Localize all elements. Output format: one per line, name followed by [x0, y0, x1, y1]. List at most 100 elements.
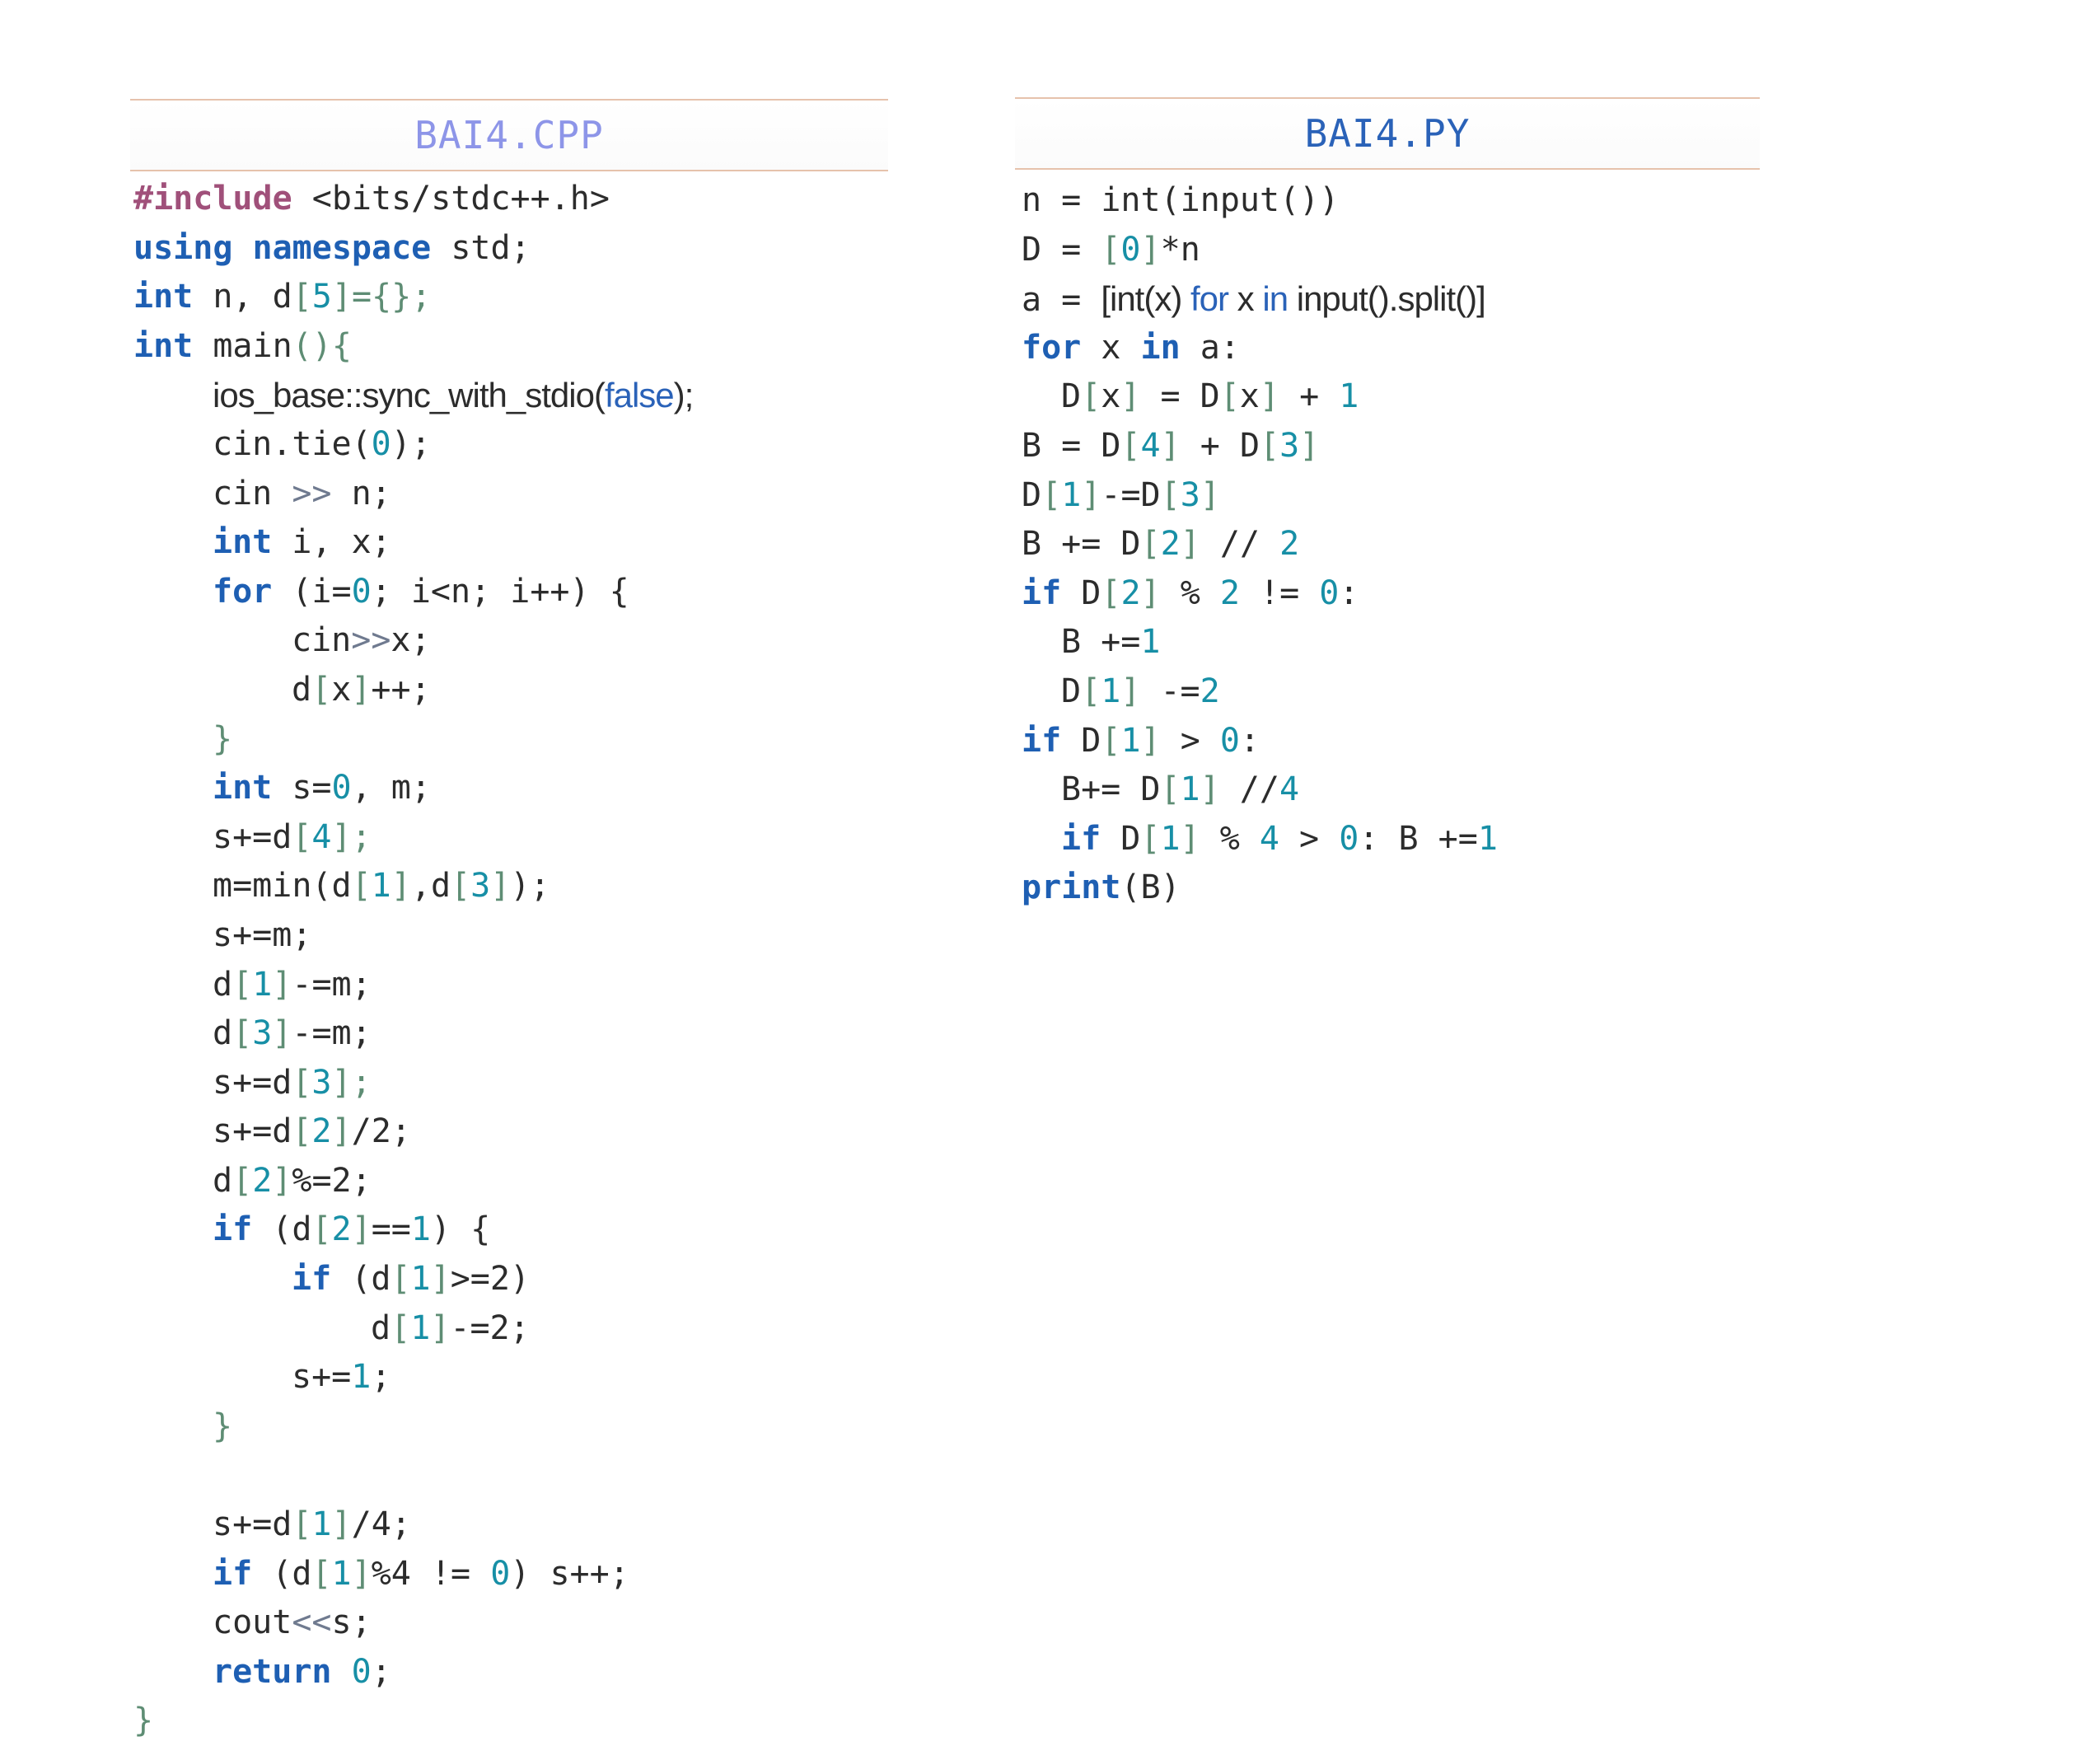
code-token [232, 229, 252, 267]
code-token: 0 [1120, 230, 1141, 269]
code-token: 2 [252, 1161, 273, 1200]
code-token: ] [272, 1014, 292, 1053]
code-token: 3 [1180, 475, 1200, 514]
code-token: a = [1022, 281, 1101, 320]
code-token: ] [351, 1554, 372, 1593]
code-token: 2 [1200, 672, 1220, 710]
code-token: D [1101, 819, 1141, 858]
code-token: ; [371, 1358, 391, 1397]
cpp-title-top-rule [130, 99, 888, 101]
code-token: [ [292, 1063, 312, 1102]
code-token: [ [1041, 475, 1062, 514]
code-token: [ [351, 867, 372, 906]
code-token: (d [331, 1260, 391, 1299]
code-token: 2 [311, 1112, 332, 1151]
code-token: // [1200, 525, 1280, 564]
cpp-title-bottom-rule [130, 170, 888, 171]
code-token: if [1022, 721, 1062, 760]
code-line: s+=d[3]; [133, 1059, 888, 1108]
code-token: cout [213, 1603, 292, 1642]
code-token: ] [1259, 377, 1279, 416]
code-token: ] [351, 1210, 372, 1249]
code-line: using namespace std; [133, 224, 888, 274]
code-token: s+=m; [213, 915, 312, 954]
code-token: if [213, 1210, 253, 1249]
code-token: int [213, 523, 273, 562]
code-token: D [1061, 377, 1082, 416]
code-token: ]; [331, 1063, 372, 1102]
code-token: if [213, 1554, 253, 1593]
code-token: ] [1081, 475, 1101, 514]
code-token: n = int(input()) [1022, 181, 1340, 219]
code-token: [ [1160, 770, 1181, 809]
code-line: D[1]-=D[3] [1022, 471, 1760, 521]
code-line: #include <bits/stdc++.h> [133, 175, 888, 224]
code-token: 2 [1120, 573, 1141, 612]
code-token: s+=d [213, 817, 292, 856]
code-token: = D [1140, 377, 1220, 416]
code-line: d[3]-=m; [133, 1009, 888, 1059]
code-token: d [213, 965, 233, 1004]
code-line: cout<<s; [133, 1599, 888, 1648]
cpp-code-panel: BAI4.CPP #include <bits/stdc++.h>using n… [130, 99, 888, 1746]
code-token: ; [371, 1652, 391, 1691]
code-token: [ [1081, 377, 1101, 416]
code-line: return 0; [133, 1648, 888, 1697]
code-token: B += [1061, 623, 1141, 662]
code-token: [ [292, 1112, 312, 1151]
code-token: 1 [1120, 721, 1141, 760]
code-line: D[x] = D[x] + 1 [1022, 372, 1760, 422]
code-token: s+=d [213, 1505, 292, 1544]
cpp-code-block: #include <bits/stdc++.h>using namespace … [133, 175, 888, 1746]
code-line: B +=1 [1022, 618, 1760, 667]
code-token: 1 [1140, 623, 1161, 662]
code-token: [ [1101, 573, 1121, 612]
code-line: D[1] -=2 [1022, 667, 1760, 717]
code-token: d [371, 1308, 391, 1347]
code-line: if (d[1]%4 != 0) s++; [133, 1550, 888, 1599]
code-token: -=m; [292, 965, 372, 1004]
code-token: B+= D [1061, 770, 1161, 809]
code-token: d [213, 1161, 233, 1200]
code-token: 0 [1319, 573, 1340, 612]
code-token: ] [1120, 377, 1141, 416]
code-token: [ [1081, 672, 1101, 710]
code-token: 1 [1160, 819, 1181, 858]
code-token: 0 [331, 769, 352, 807]
code-token: input().split()] [1288, 279, 1486, 319]
code-token: B += D [1022, 525, 1141, 564]
code-line: if D[2] % 2 != 0: [1022, 569, 1760, 619]
code-token: 0 [351, 1652, 372, 1691]
code-line: d[1]-=2; [133, 1304, 888, 1354]
code-line: } [133, 1697, 888, 1746]
code-token: % [1160, 573, 1220, 612]
code-token: [ [232, 1161, 253, 1200]
code-token: >> [351, 621, 391, 660]
code-token: , m; [351, 769, 431, 807]
code-token: } [133, 1702, 154, 1740]
code-token: [ [451, 867, 471, 906]
code-token: d [292, 670, 312, 709]
code-token: 2 [1219, 573, 1240, 612]
code-token: 1 [410, 1210, 431, 1249]
code-token: ] [1160, 426, 1181, 465]
code-token: if [292, 1260, 332, 1299]
code-token: [ [1260, 426, 1280, 465]
code-token: ] [272, 1161, 292, 1200]
code-line: int i, x; [133, 518, 888, 568]
code-line [133, 1451, 888, 1500]
code-line: cin>>x; [133, 616, 888, 666]
code-line: s+=d[4]; [133, 813, 888, 863]
code-line: B = D[4] + D[3] [1022, 422, 1760, 471]
code-token: ] [331, 1112, 352, 1151]
code-line: a = [int(x) for x in input().split()] [1022, 274, 1760, 324]
code-token: // [1219, 770, 1279, 809]
code-token: x [1101, 377, 1121, 416]
code-token: 2 [331, 1210, 352, 1249]
code-token: ] [391, 867, 411, 906]
py-title-bottom-rule [1015, 168, 1760, 170]
code-token: == [371, 1210, 411, 1249]
code-token: ] [430, 1260, 451, 1299]
code-token: -=m; [292, 1014, 372, 1053]
code-token: (d [252, 1554, 312, 1593]
